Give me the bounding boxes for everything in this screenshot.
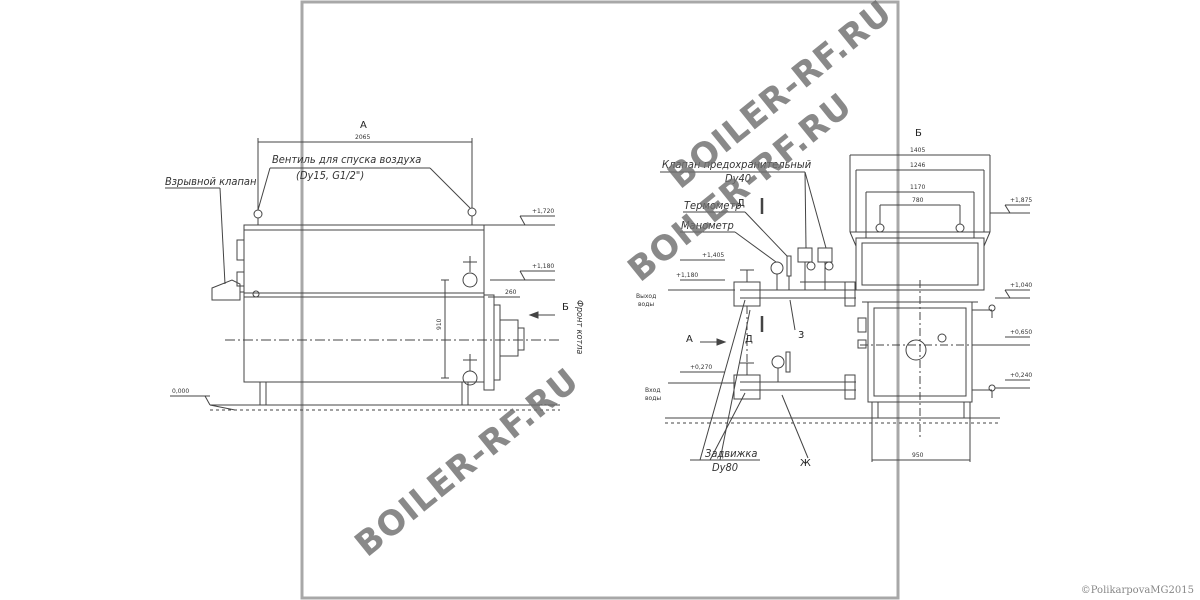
mark-zh: Ж bbox=[800, 458, 811, 469]
elev-right-1875: +1,875 bbox=[1010, 197, 1032, 204]
view-label-a: А bbox=[360, 120, 367, 131]
label-water-in-1: Вход bbox=[645, 387, 661, 394]
dim-right-950: 950 bbox=[912, 452, 924, 459]
copyright-notice: ©PolikarpovaMG2015 bbox=[1080, 585, 1194, 596]
dim-left-260: 260 bbox=[505, 289, 517, 296]
label-air-vent-1: Вентиль для спуска воздуха bbox=[272, 153, 421, 166]
dim-right-1405: 1405 bbox=[910, 147, 925, 154]
watermark-2: BOILER-RF.RU bbox=[347, 360, 586, 565]
elev-right-0240: +0,240 bbox=[1010, 372, 1032, 379]
label-water-in-2: воды bbox=[645, 395, 661, 402]
dim-left-width: 2065 bbox=[355, 134, 370, 141]
dim-right-1170: 1170 bbox=[910, 184, 925, 191]
label-explosion-valve: Взрывной клапан bbox=[165, 175, 257, 188]
elev-left-1180: +1,180 bbox=[532, 263, 554, 270]
mark-3: 3 bbox=[798, 330, 804, 341]
label-air-vent-2: (Dy15, G1/2") bbox=[296, 169, 364, 182]
elev-right-1180: +1,180 bbox=[676, 272, 698, 279]
arrow-label-a: А bbox=[686, 334, 693, 345]
section-label-d-top: Д bbox=[737, 198, 745, 209]
dim-right-780: 780 bbox=[912, 197, 924, 204]
sheet-frame bbox=[302, 2, 898, 598]
right-view bbox=[660, 155, 1030, 462]
elev-right-1405: +1,405 bbox=[702, 252, 724, 259]
left-view bbox=[165, 138, 560, 410]
label-gate-valve-1: Задвижка bbox=[705, 447, 757, 460]
label-safety-valve-2: Dy40 bbox=[725, 172, 751, 185]
dim-left-910: 910 bbox=[436, 318, 443, 330]
label-water-out-2: воды bbox=[638, 301, 654, 308]
elev-right-0650: +0,650 bbox=[1010, 329, 1032, 336]
label-gate-valve-2: Dy80 bbox=[712, 461, 738, 474]
elev-left-1720: +1,720 bbox=[532, 208, 554, 215]
label-boiler-front: Фронт котла bbox=[574, 300, 584, 354]
elev-left-0: 0,000 bbox=[172, 388, 189, 395]
arrow-label-b: Б bbox=[562, 302, 569, 313]
view-label-b: Б bbox=[915, 128, 922, 139]
label-manometer: Манометр bbox=[681, 219, 734, 232]
dim-right-1246: 1246 bbox=[910, 162, 925, 169]
label-thermometer: Термометр bbox=[684, 199, 742, 212]
label-water-out-1: Выход bbox=[636, 293, 656, 300]
label-safety-valve-1: Клапан предохранительный bbox=[662, 158, 812, 171]
section-label-d-bottom: Д bbox=[745, 334, 753, 345]
elev-right-0270: +0,270 bbox=[690, 364, 712, 371]
elev-right-1040: +1,040 bbox=[1010, 282, 1032, 289]
